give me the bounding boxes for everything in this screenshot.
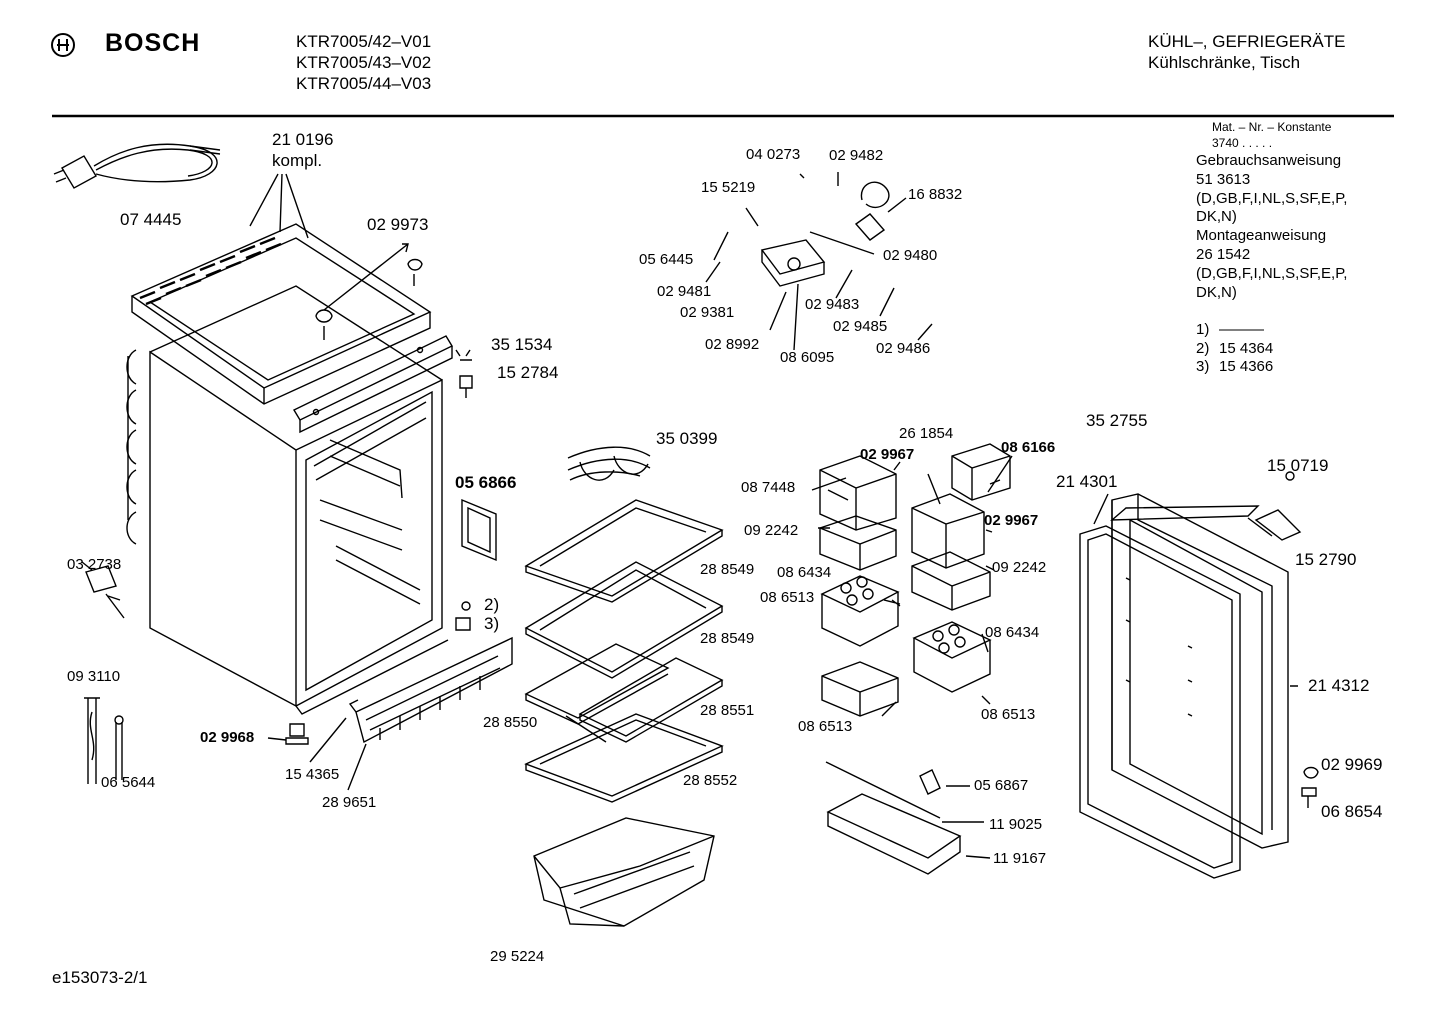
part-label: 15 2790 (1295, 550, 1357, 569)
part-label: 28 8549 (700, 630, 755, 647)
part-label: 09 3110 (67, 668, 121, 685)
part-label: 26 1854 (899, 425, 954, 442)
part-label: 09 2242 (992, 559, 1047, 576)
part-label: 02 9486 (876, 340, 931, 357)
part-label: 08 6513 (760, 589, 815, 606)
part-label: 08 6166 (1001, 439, 1056, 456)
category-title: KÜHL–, GEFRIEGERÄTE (1148, 32, 1346, 51)
part-label: 02 9482 (829, 147, 884, 164)
part-label: 07 4445 (120, 210, 182, 229)
part-label: 04 0273 (746, 146, 801, 163)
part-label: 35 2755 (1086, 411, 1148, 430)
part-label: 11 9025 (989, 816, 1043, 833)
part-label: 02 9381 (680, 304, 735, 321)
part-label: 21 4312 (1308, 676, 1370, 695)
part-label: 35 0399 (656, 429, 718, 448)
part-label: 08 6513 (798, 718, 853, 735)
brand-name: BOSCH (105, 29, 201, 57)
part-label: 02 9973 (367, 215, 429, 234)
thermostat-assembly (706, 172, 932, 350)
part-label: 05 6866 (455, 473, 517, 492)
mat-nr-heading: Mat. – Nr. – Konstante (1212, 120, 1332, 134)
part-label: 15 5219 (701, 179, 756, 196)
part-label: 02 9968 (200, 729, 255, 746)
model-3: KTR7005/44–V03 (296, 74, 432, 93)
part-label: 21 4301 (1056, 472, 1118, 491)
part-label: 16 8832 (908, 186, 963, 203)
part-label: 02 9969 (1321, 755, 1383, 774)
note-1-value: ——— (1219, 321, 1264, 338)
part-label: 08 6434 (985, 624, 1040, 641)
mat-nr-value: 3740 . . . . . (1212, 136, 1273, 150)
part-label: 02 9967 (984, 512, 1039, 529)
door-assembly (1080, 472, 1318, 878)
manual-number: 51 3613 (1196, 171, 1251, 188)
part-label: 3) (484, 614, 500, 633)
part-label: 08 6434 (777, 564, 832, 581)
drawing-id: e153073-2/1 (52, 968, 148, 987)
part-label: 02 9483 (805, 296, 860, 313)
part-label: 02 8992 (705, 336, 760, 353)
part-label: 08 7448 (741, 479, 796, 496)
model-1: KTR7005/42–V01 (296, 32, 432, 51)
part-label: 28 8552 (683, 772, 738, 789)
part-label: 15 0719 (1267, 456, 1329, 475)
part-label: 35 1534 (491, 335, 553, 354)
manual-label: Gebrauchsanweisung (1196, 152, 1342, 169)
left-small-parts (82, 562, 512, 790)
part-label: 29 5224 (490, 948, 545, 965)
part-label: 02 9967 (860, 446, 915, 463)
part-label: 28 9651 (322, 794, 377, 811)
part-label: 05 6867 (974, 777, 1029, 794)
note-3-key: 3) (1196, 358, 1210, 375)
part-label: 15 2784 (497, 363, 559, 382)
part-label: 15 4365 (285, 766, 340, 783)
part-label: 2) (484, 595, 500, 614)
part-label: 21 0196 (272, 130, 334, 149)
part-label: 09 2242 (744, 522, 799, 539)
part-label: 02 9481 (657, 283, 712, 300)
part-label: 06 8654 (1321, 802, 1383, 821)
manual-languages-1: (D,GB,F,I,NL,S,SF,E,P, (1196, 190, 1348, 207)
part-label: 02 9485 (833, 318, 888, 335)
note-3-value: 15 4366 (1219, 358, 1274, 375)
note-2-value: 15 4364 (1219, 340, 1274, 357)
mounting-number: 26 1542 (1196, 246, 1251, 263)
part-label: kompl. (272, 151, 323, 170)
part-label: 28 8551 (700, 702, 755, 719)
bosch-armature-icon (51, 33, 75, 57)
note-2-key: 2) (1196, 340, 1210, 357)
cabinet-top (132, 174, 430, 404)
part-label: 28 8550 (483, 714, 538, 731)
subcategory-title: Kühlschränke, Tisch (1148, 53, 1301, 72)
mounting-languages-2: DK,N) (1196, 284, 1237, 301)
part-label: 06 5644 (101, 774, 156, 791)
door-bins-and-trays (812, 444, 1012, 874)
part-label: 11 9167 (993, 850, 1047, 867)
part-label: 08 6095 (780, 349, 835, 366)
part-label: 03 2738 (67, 556, 122, 573)
manual-languages-2: DK,N) (1196, 208, 1237, 225)
note-1-key: 1) (1196, 321, 1210, 338)
mounting-languages-1: (D,GB,F,I,NL,S,SF,E,P, (1196, 265, 1348, 282)
part-label: 08 6513 (981, 706, 1036, 723)
part-label: 05 6445 (639, 251, 694, 268)
glass-shelves (526, 447, 722, 926)
mounting-label: Montageanweisung (1196, 227, 1327, 244)
model-2: KTR7005/43–V02 (296, 53, 432, 72)
power-cord (54, 144, 220, 188)
part-label: 02 9480 (883, 247, 938, 264)
cabinet-body (127, 244, 496, 714)
part-label: 28 8549 (700, 561, 755, 578)
